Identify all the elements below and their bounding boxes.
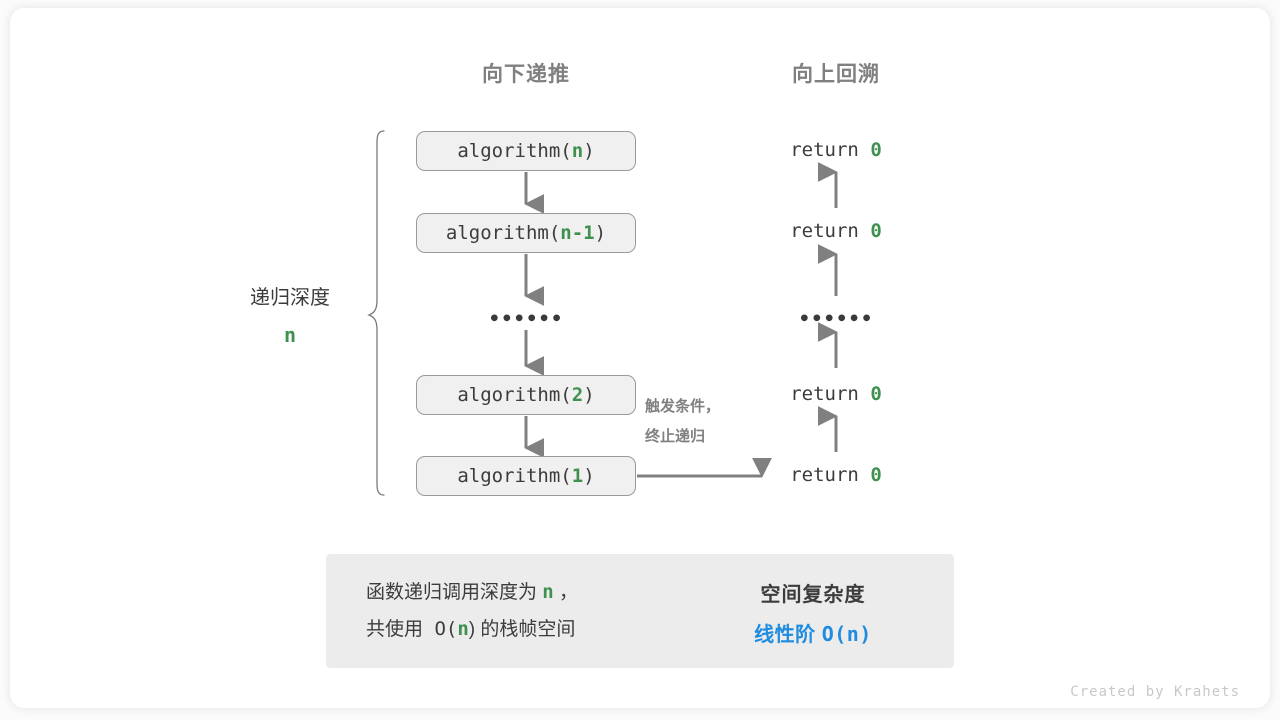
call-param: 1 — [571, 465, 584, 487]
summary-description: 函数递归调用深度为 n ， 共使用 O(n) 的栈帧空间 — [366, 574, 578, 648]
return-value: 0 — [870, 464, 882, 486]
return-keyword: return — [790, 139, 859, 161]
call-param: n — [571, 140, 584, 162]
call-box-n-minus-1[interactable]: algorithm(n-1) — [416, 213, 636, 253]
call-box-1[interactable]: algorithm(1) — [416, 456, 636, 496]
column-header-upward: 向上回溯 — [792, 63, 880, 86]
return-statement-4: return 0 — [736, 464, 936, 486]
terminate-note-line1: 触发条件， — [645, 398, 721, 415]
return-statement-1: return 0 — [736, 139, 936, 161]
complexity-value: 线性阶 O(n) — [698, 615, 928, 655]
return-keyword: return — [790, 220, 859, 242]
recursion-depth-label: 递归深度 n — [200, 280, 380, 354]
summary-line-1: 函数递归调用深度为 n ， — [366, 574, 578, 611]
call-param: 2 — [571, 384, 584, 406]
complexity-value-notation: O(n) — [821, 622, 872, 646]
call-param: n-1 — [560, 222, 595, 244]
call-name: algorithm( — [445, 222, 561, 244]
ellipsis-left: •••••• — [488, 308, 564, 330]
call-close: ) — [594, 222, 607, 244]
return-statement-3: return 0 — [736, 383, 936, 405]
recursion-depth-value: n — [283, 323, 297, 347]
summary-line-1-n: n — [542, 581, 554, 603]
summary-line-2: 共使用 O(n) 的栈帧空间 — [366, 611, 578, 648]
call-name: algorithm( — [457, 465, 572, 487]
call-name: algorithm( — [457, 140, 572, 162]
return-value: 0 — [870, 220, 882, 242]
summary-line-1-tail: ， — [553, 582, 579, 603]
call-name: algorithm( — [457, 384, 572, 406]
return-statement-2: return 0 — [736, 220, 936, 242]
column-header-downward: 向下递推 — [482, 63, 570, 86]
call-box-n[interactable]: algorithm(n) — [416, 131, 636, 171]
terminate-condition-note: 触发条件， 终止递归 — [645, 392, 720, 452]
complexity-value-label: 线性阶 — [754, 624, 822, 646]
call-box-2[interactable]: algorithm(2) — [416, 375, 636, 415]
return-value: 0 — [870, 139, 882, 161]
summary-line-2-head: 共使用 O( — [366, 618, 458, 641]
summary-line-1-text: 函数递归调用深度为 — [366, 582, 543, 603]
return-keyword: return — [790, 383, 859, 405]
complexity-title: 空间复杂度 — [760, 584, 866, 606]
complexity-result: 空间复杂度 线性阶 O(n) — [698, 576, 928, 655]
call-close: ) — [583, 465, 595, 487]
credit-text: Created by Krahets — [1070, 684, 1240, 700]
complexity-summary-box: 函数递归调用深度为 n ， 共使用 O(n) 的栈帧空间 空间复杂度 线性阶 O… — [326, 554, 954, 668]
ellipsis-right: •••••• — [798, 308, 874, 330]
summary-line-2-n: n — [457, 618, 469, 641]
call-close: ) — [583, 140, 595, 162]
return-keyword: return — [790, 464, 859, 486]
terminate-note-line2: 终止递归 — [645, 428, 706, 445]
call-close: ) — [583, 384, 595, 406]
return-value: 0 — [870, 383, 882, 405]
summary-line-2-tail: ) 的栈帧空间 — [468, 619, 576, 641]
recursion-depth-title: 递归深度 — [250, 287, 330, 309]
